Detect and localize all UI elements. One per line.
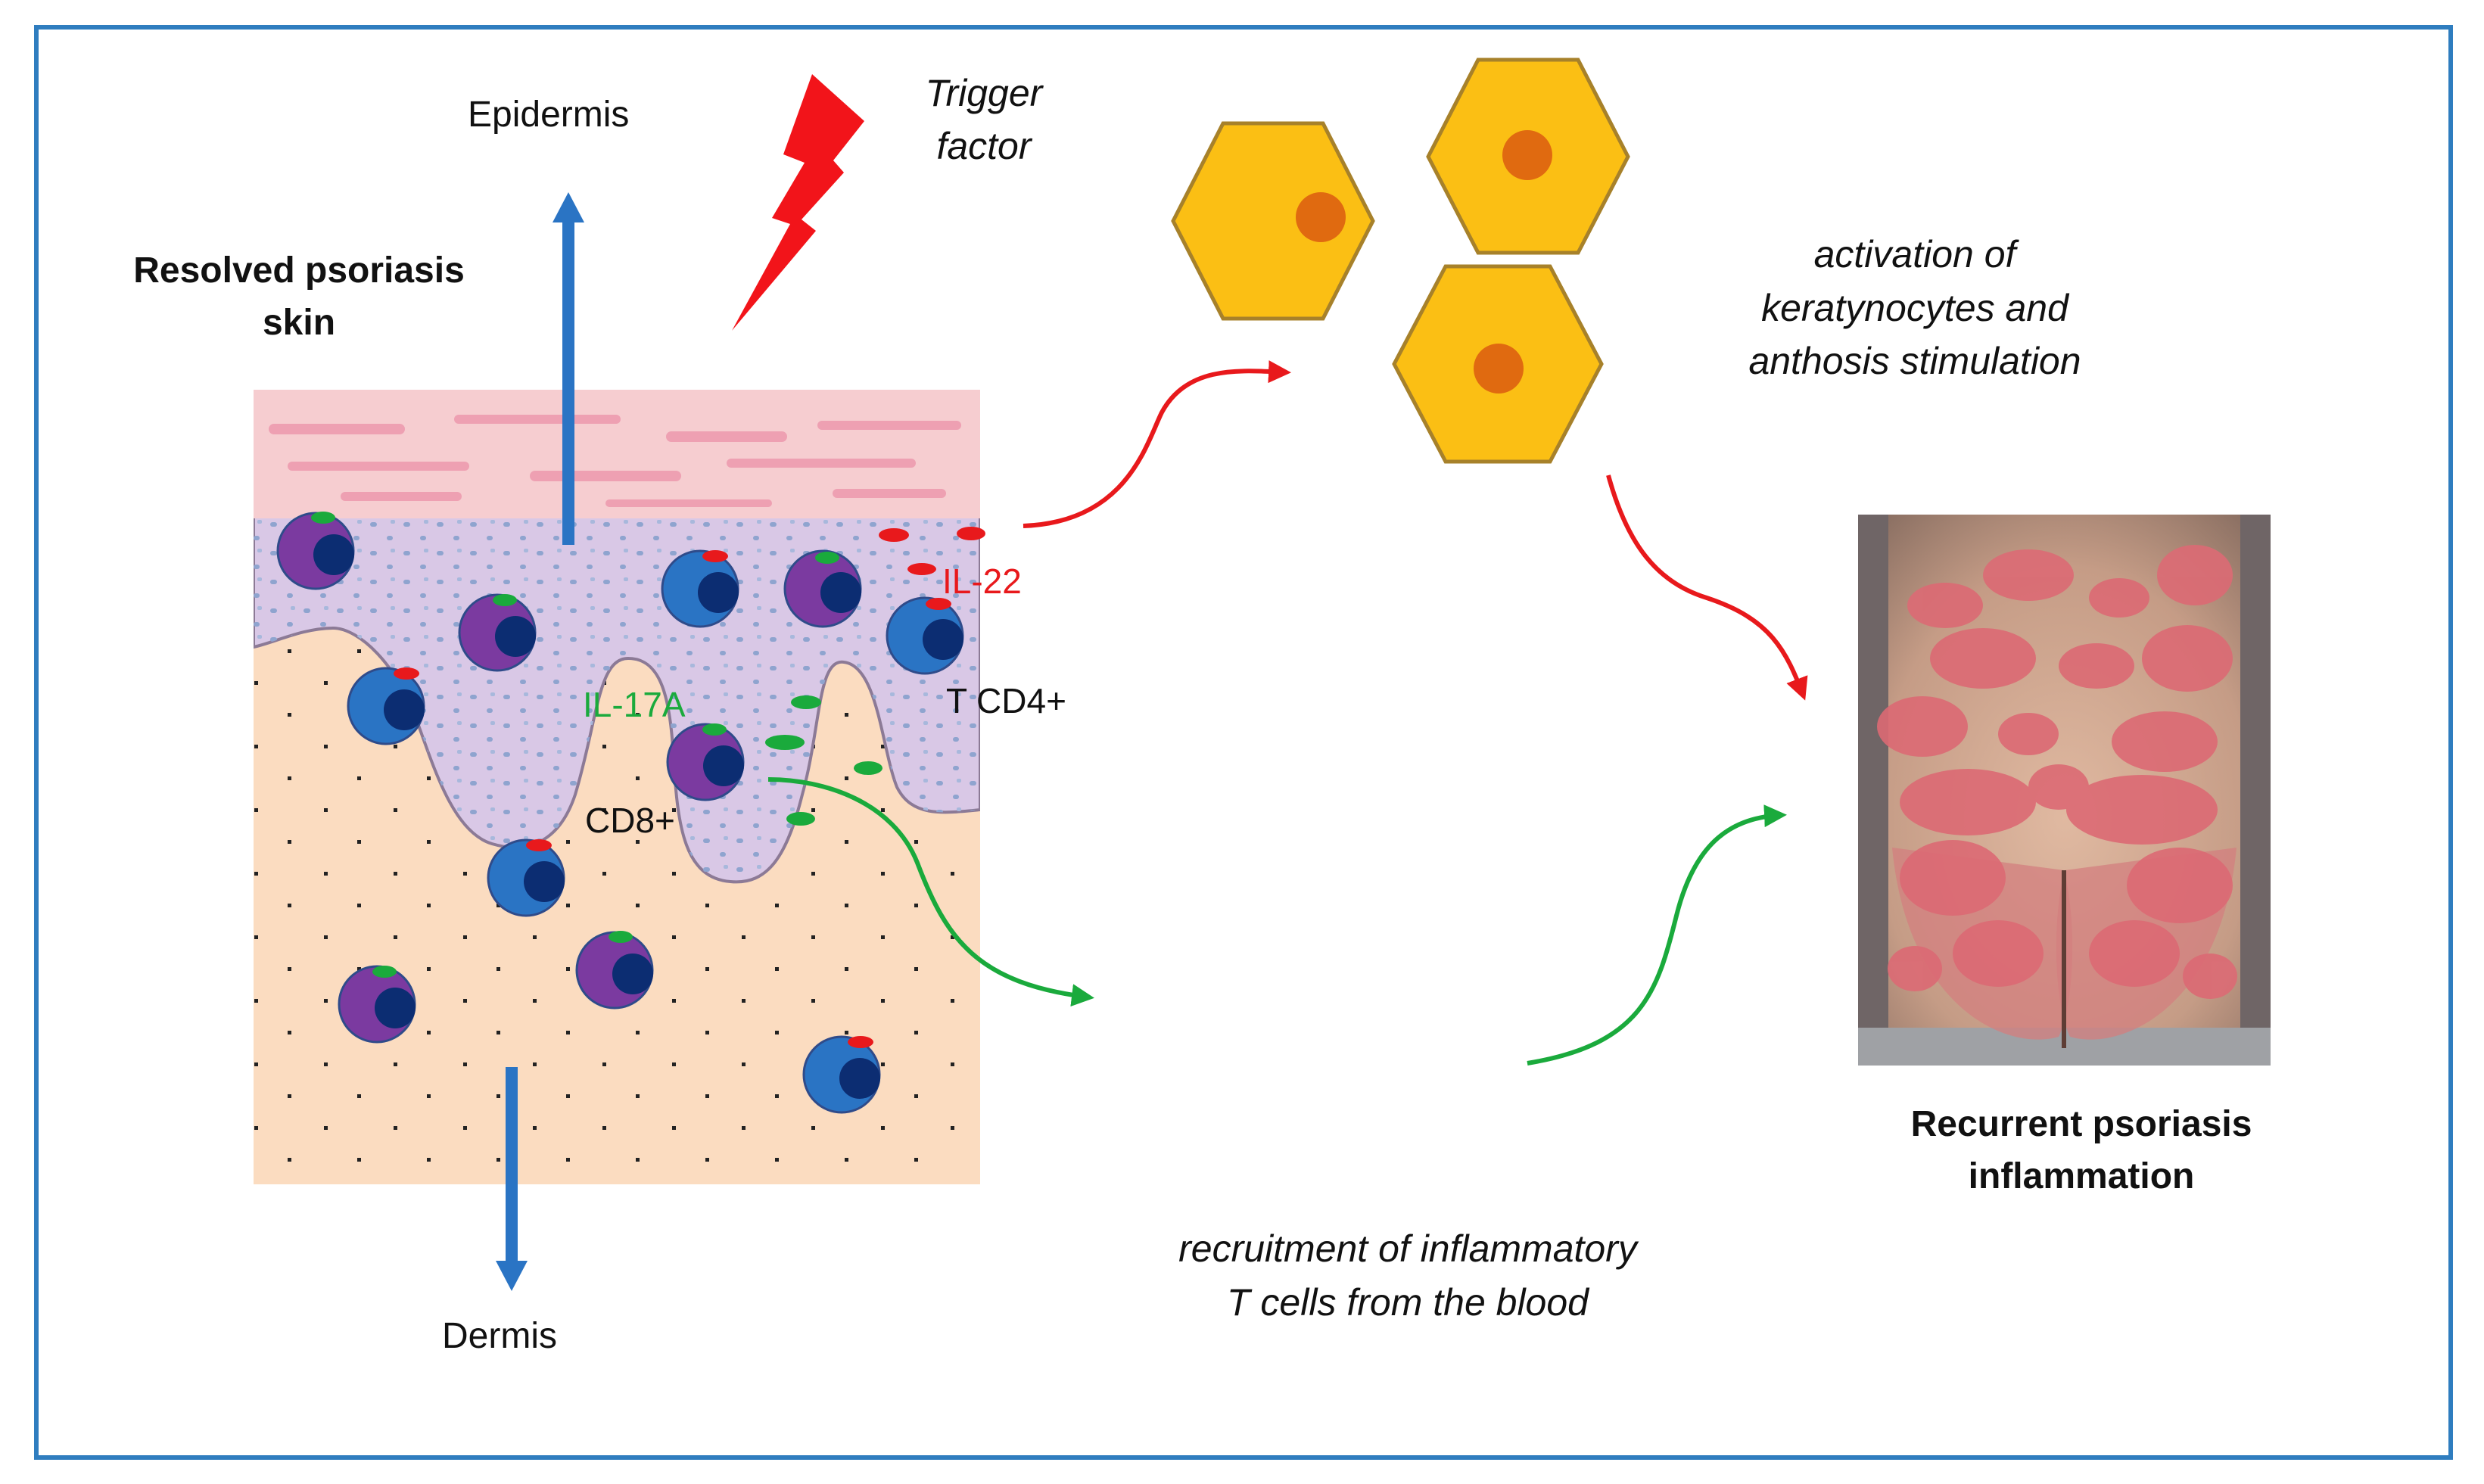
recurrent-line-1: Recurrent psoriasis xyxy=(1910,1104,2252,1144)
lightning-bolt-icon xyxy=(732,74,864,331)
cd8-t-cell xyxy=(338,965,416,1044)
dermis-label: Dermis xyxy=(442,1316,557,1356)
resolved-psoriasis-skin-title: Resolved psoriasis skin xyxy=(106,250,492,344)
cd8-t-cell xyxy=(783,549,862,628)
il17a-to-recruitment-arrow xyxy=(767,777,1094,1007)
cd8-t-cell xyxy=(575,931,654,1010)
keratinocyte-to-lesion-arrow xyxy=(1606,474,1808,701)
cd8-label: CD8+ xyxy=(585,801,675,840)
figure-frame xyxy=(34,25,2453,1460)
activation-line-2: keratynocytes and xyxy=(1761,286,2068,329)
recruitment-to-lesion-arrow xyxy=(1527,804,1787,1066)
dermis-arrow xyxy=(496,1067,528,1291)
il22-to-keratinocyte-arrow xyxy=(1023,360,1291,528)
il-22-cytokines xyxy=(879,527,985,575)
trigger-factor-line-1: Trigger xyxy=(925,72,1043,114)
il-17a-cytokines xyxy=(765,695,882,826)
recruitment-line-2: T cells from the blood xyxy=(1227,1280,1589,1324)
cd8-t-cell xyxy=(458,593,537,672)
activation-line-1: activation of xyxy=(1813,233,2016,275)
cd4-t-cell xyxy=(487,838,565,917)
cd4-t-cell xyxy=(347,667,425,745)
cd4-t-cell xyxy=(886,596,964,675)
epidermis-label: Epidermis xyxy=(468,95,630,135)
keratinocyte-cell xyxy=(1392,264,1604,464)
recurrent-psoriasis-title: Recurrent psoriasis inflammation xyxy=(1832,1103,2331,1197)
il-22-label: IL-22 xyxy=(942,562,1022,601)
cd4-t-cell xyxy=(661,549,739,628)
recurrent-line-2: inflammation xyxy=(1968,1156,2195,1197)
recruitment-line-1: recruitment of inflammatory xyxy=(1178,1227,1637,1270)
keratinocyte-cell xyxy=(1171,121,1375,321)
trigger-factor-line-2: factor xyxy=(936,124,1032,167)
immune-cells xyxy=(276,512,964,1114)
il-17a-label: IL-17A xyxy=(583,685,686,724)
psoriatic-plaques xyxy=(1877,545,2237,999)
epidermis-arrow xyxy=(553,192,584,545)
cd8-t-cell xyxy=(276,512,355,590)
trigger-factor-label: Trigger factor xyxy=(893,72,1075,168)
t-cd4-label: T CD4+ xyxy=(946,681,1066,720)
resolved-line-2: skin xyxy=(262,303,336,344)
t-cell-recruitment-caption: recruitment of inflammatory T cells from… xyxy=(1060,1227,1756,1324)
resolved-line-1: Resolved psoriasis xyxy=(133,250,465,291)
psoriasis-lesion-photo xyxy=(1858,515,2271,1066)
keratinocyte-cell xyxy=(1426,58,1630,255)
activation-line-3: anthosis stimulation xyxy=(1748,340,2081,382)
cd4-t-cell xyxy=(802,1035,881,1114)
cd8-t-cell xyxy=(666,723,745,801)
keratinocyte-activation-caption: activation of keratynocytes and anthosis… xyxy=(1650,233,2180,384)
